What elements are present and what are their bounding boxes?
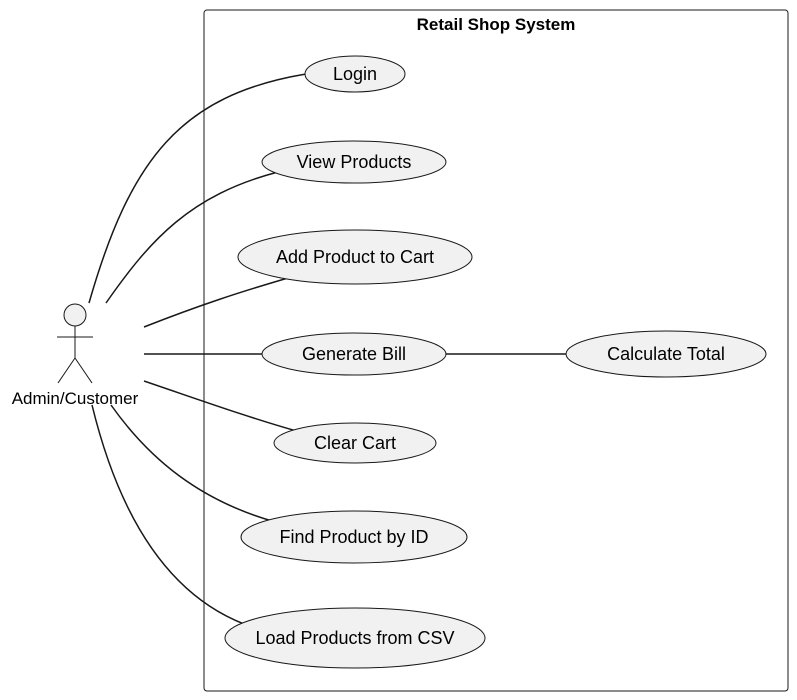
use-case-generate-bill: Generate Bill [261, 332, 447, 376]
use-case-label: Find Product by ID [279, 527, 428, 547]
actor-admin-customer: Admin/Customer [12, 303, 139, 408]
use-case-login: Login [304, 55, 406, 93]
use-case-calculate-total: Calculate Total [565, 330, 767, 378]
association-actor-view-products [105, 171, 279, 304]
use-case-label: Generate Bill [302, 344, 406, 364]
associations [88, 73, 566, 625]
system-title: Retail Shop System [417, 15, 576, 34]
use-case-view-products: View Products [261, 140, 447, 184]
use-case-clear-cart: Clear Cart [273, 422, 437, 464]
use-case-label: Calculate Total [607, 344, 725, 364]
use-case-label: Add Product to Cart [276, 247, 434, 267]
use-case-label: Clear Cart [314, 433, 396, 453]
use-case-label: Load Products from CSV [255, 628, 454, 648]
actor-name: Admin/Customer [12, 389, 139, 408]
association-actor-find-product-by-id [110, 404, 273, 522]
association-actor-add-product-to-cart [143, 277, 289, 328]
use-case-label: View Products [297, 152, 412, 172]
stick-figure-icon [57, 303, 93, 384]
use-case-load-products-from-csv: Load Products from CSV [224, 607, 486, 669]
use-case-find-product-by-id: Find Product by ID [240, 510, 468, 564]
association-actor-clear-cart [143, 380, 301, 433]
use-case-label: Login [333, 64, 377, 84]
association-actor-login [88, 73, 307, 304]
association-actor-load-products-from-csv [91, 404, 245, 625]
use-case-add-product-to-cart: Add Product to Cart [237, 229, 473, 285]
